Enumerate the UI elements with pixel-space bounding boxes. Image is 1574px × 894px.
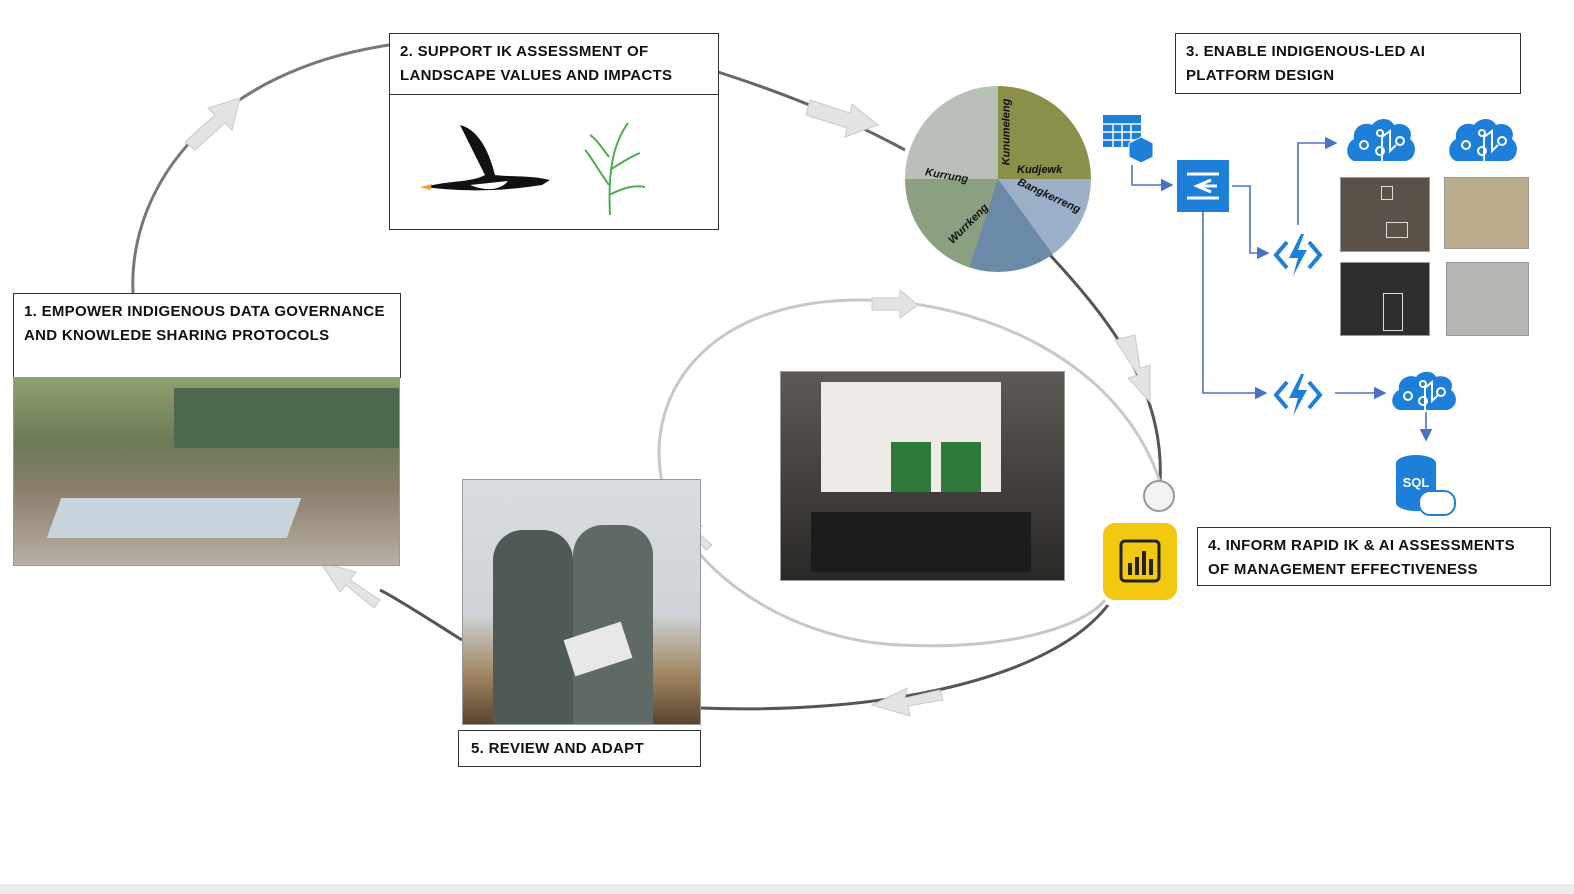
arrow-up-left	[318, 561, 381, 609]
step-4-label: 4. INFORM RAPID IK & AI ASSESSMENTS OF M…	[1197, 527, 1551, 586]
arrow-up-right	[184, 97, 241, 151]
step-2-illustration	[389, 94, 719, 230]
arrow-left	[870, 687, 944, 717]
sql-database-icon[interactable]: SQL	[1396, 455, 1436, 511]
community-meeting-photo	[13, 377, 400, 566]
dashboard-laptop-photo	[780, 371, 1065, 581]
arrow-inner-right	[871, 288, 919, 319]
seasonal-calendar-pie: Kunumeleng Kudjewk Kurrung Wurrkeng Bang…	[905, 86, 1091, 272]
season-label: Kudjewk	[1017, 164, 1063, 176]
azure-flow-lines	[1131, 136, 1433, 442]
step-2-label: 2. SUPPORT IK ASSESSMENT OF LANDSCAPE VA…	[389, 33, 719, 95]
season-label: Wurrkeng	[946, 201, 991, 247]
data-table-icon	[1103, 115, 1154, 164]
step-1-label: 1. EMPOWER INDIGENOUS DATA GOVERNANCE AN…	[13, 293, 401, 378]
connector-4-5	[699, 604, 1110, 711]
event-hub-icon[interactable]	[1177, 160, 1229, 212]
season-label: Kunumeleng	[1000, 98, 1013, 166]
cognitive-services-brain-icon[interactable]	[1448, 117, 1520, 165]
power-bi-icon[interactable]	[1103, 523, 1177, 600]
bottom-bar	[0, 884, 1574, 894]
azure-function-icon[interactable]	[1273, 230, 1323, 280]
detection-image	[1444, 177, 1529, 249]
cognitive-services-brain-icon[interactable]	[1391, 370, 1457, 414]
arrow-down	[1114, 334, 1151, 404]
azure-function-icon[interactable]	[1273, 370, 1323, 420]
grass-plant-icon	[584, 122, 646, 216]
season-label: Kurrung	[924, 166, 970, 186]
connector-5-1	[379, 588, 463, 642]
rangers-tablet-photo	[462, 479, 701, 725]
magpie-goose-icon	[420, 125, 550, 191]
step-5-label: 5. REVIEW AND ADAPT	[458, 730, 701, 767]
step-3-label: 3. ENABLE INDIGENOUS-LED AI PLATFORM DES…	[1175, 33, 1521, 94]
season-label: Bangkerreng	[1015, 176, 1083, 216]
detection-image	[1446, 262, 1529, 336]
arrow-right-down	[805, 99, 880, 138]
connector-1-2	[131, 43, 390, 294]
detection-image	[1340, 262, 1430, 336]
cognitive-services-brain-icon[interactable]	[1346, 117, 1418, 165]
junction-node	[1143, 480, 1175, 512]
inner-loop	[657, 298, 1162, 648]
detection-image	[1340, 177, 1430, 252]
cloud-icon	[1418, 490, 1456, 516]
